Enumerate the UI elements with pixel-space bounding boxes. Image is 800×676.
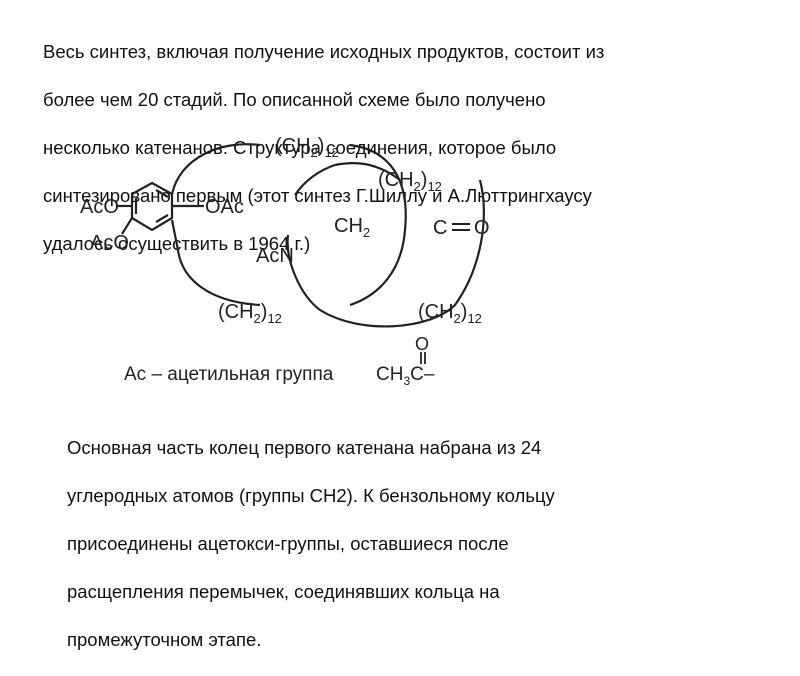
acn-label: AcN xyxy=(256,245,294,267)
outro-line: расщепления перемычек, соединявших кольц… xyxy=(67,581,500,602)
intro-line: более чем 20 стадий. По описанной схеме … xyxy=(43,89,546,110)
oac-label: OAc xyxy=(205,196,244,218)
ch2-12-label-top: (CH2)12 xyxy=(275,135,339,160)
acetyl-o-label: O xyxy=(415,334,429,354)
outro-line: Основная часть колец первого катенана на… xyxy=(67,437,542,458)
aco-label-bottom: AcO xyxy=(90,232,129,254)
legend-text: Ac – ацетильная группа xyxy=(124,364,334,385)
carbonyl-c-label: C xyxy=(433,217,447,239)
acetyl-formula: CH3C– xyxy=(376,364,435,388)
outro-line: присоединены ацетокси-группы, оставшиеся… xyxy=(67,533,509,554)
intro-line: Весь синтез, включая получение исходных … xyxy=(43,41,605,62)
outro-line: промежуточном этапе. xyxy=(67,629,262,650)
ring-a xyxy=(170,143,407,307)
ch2-label: CH2 xyxy=(334,215,370,240)
aco-label-top: AcO xyxy=(80,196,119,218)
intro-text: Весь синтез, включая получение исходных … xyxy=(43,16,783,280)
intro-line: несколько катенанов. Структура соединени… xyxy=(43,137,557,158)
ring-b xyxy=(286,162,485,328)
ch2-12-label-bottom-left: (CH2)12 xyxy=(218,301,282,326)
intro-line: удалось осуществить в 1964 г.) xyxy=(43,233,311,254)
catenane-scheme: (CH2)12 (CH2)12 (CH2)12 (CH2)12 CH2 C O … xyxy=(80,135,490,388)
ch2-12-label-right-top: (CH2)12 xyxy=(378,169,442,194)
benzene-ring xyxy=(116,181,204,235)
outro-text: Основная часть колец первого катенана на… xyxy=(67,412,767,676)
carbonyl-o-label: O xyxy=(474,217,490,239)
ch2-12-label-bottom-right: (CH2)12 xyxy=(418,301,482,326)
outro-line: углеродных атомов (группы CH2). К бензол… xyxy=(67,485,555,506)
